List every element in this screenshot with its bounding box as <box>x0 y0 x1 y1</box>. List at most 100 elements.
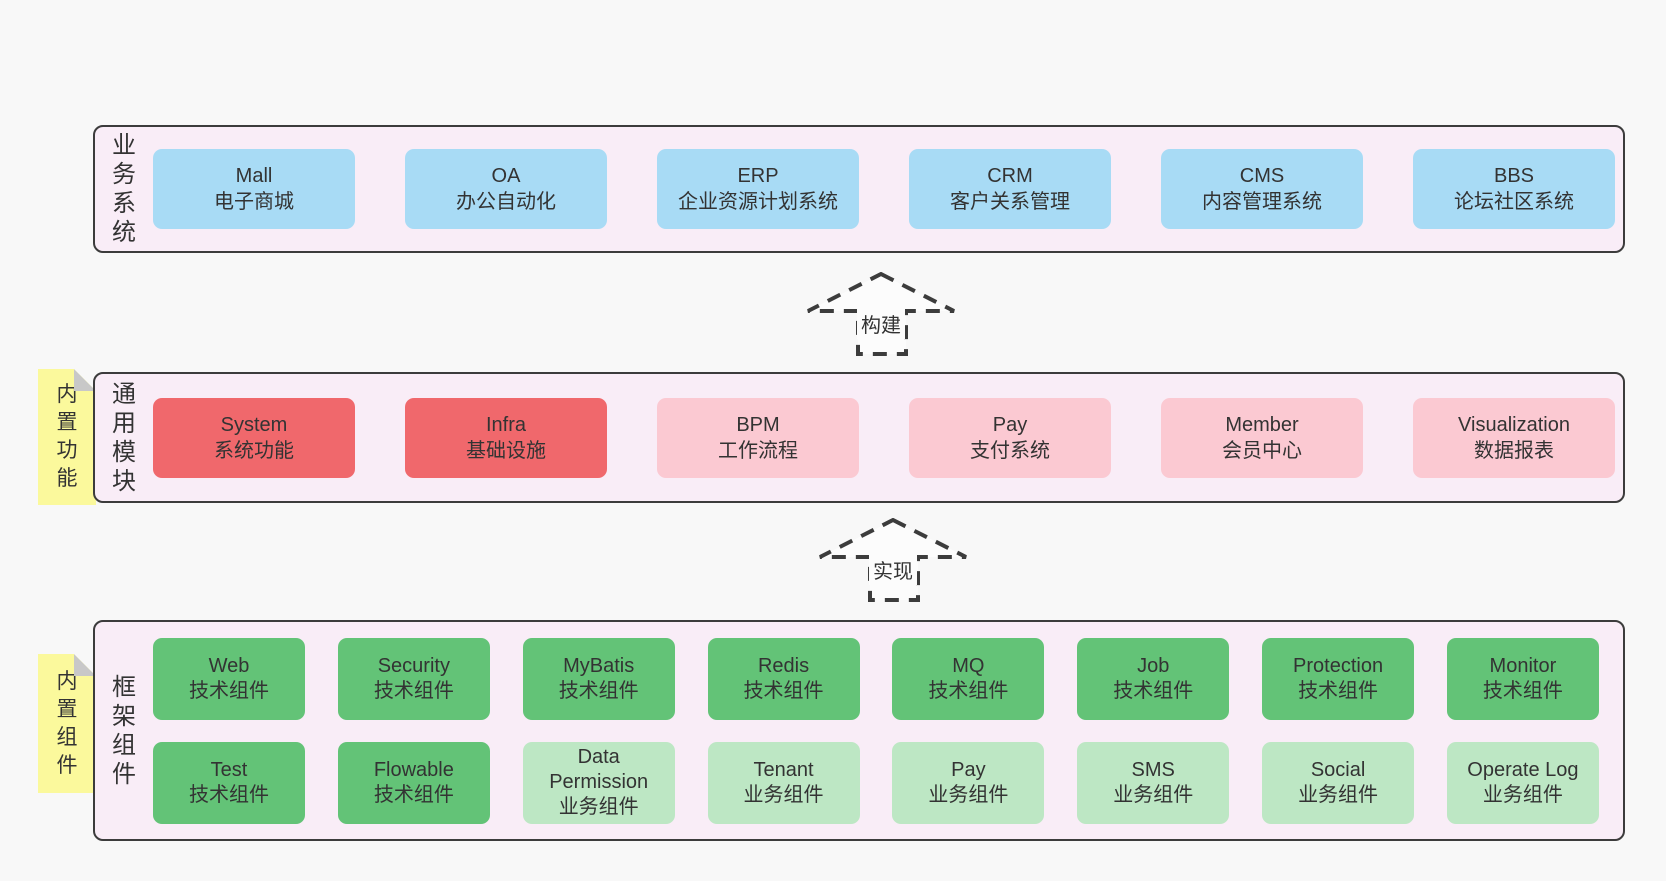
box-title: Pay <box>992 413 1028 436</box>
box-system: System 系统功能 <box>153 397 355 478</box>
note-built-in-features: 内置功能 <box>38 369 96 505</box>
box-mall: Mall 电子商城 <box>153 149 355 229</box>
box-crm: CRM 客户关系管理 <box>909 149 1111 229</box>
box-monitor: Monitor 技术组件 <box>1446 637 1599 720</box>
box-subtitle: 技术组件 <box>558 679 639 702</box>
box-title: Infra <box>485 413 527 436</box>
box-subtitle: 论坛社区系统 <box>1454 191 1574 213</box>
box-subtitle: 技术组件 <box>373 679 454 702</box>
layer-framework-components: 框架组件 Web 技术组件 Security 技术组件 MyBatis 技术组件… <box>93 620 1625 841</box>
box-title: Tenant <box>753 758 814 781</box>
box-title: BBS <box>1493 165 1535 187</box>
box-subtitle: 业务组件 <box>743 783 824 806</box>
box-bbs: BBS 论坛社区系统 <box>1413 149 1615 229</box>
box-flowable: Flowable 技术组件 <box>337 741 490 824</box>
box-row: System 系统功能 Infra 基础设施 BPM 工作流程 Pay 支付系统… <box>153 397 1615 478</box>
box-title: Test <box>210 758 248 781</box>
box-subtitle: 技术组件 <box>928 679 1009 702</box>
box-web: Web 技术组件 <box>153 637 305 720</box>
box-title: Social <box>1310 758 1366 781</box>
box-row: Web 技术组件 Security 技术组件 MyBatis 技术组件 Redi… <box>153 637 1599 720</box>
box-mybatis: MyBatis 技术组件 <box>522 637 675 720</box>
box-title: Protection <box>1293 654 1384 677</box>
box-subtitle: 系统功能 <box>214 439 294 462</box>
note-label: 内置组件 <box>56 669 78 777</box>
box-social: Social 业务组件 <box>1262 741 1415 824</box>
box-subtitle: 技术组件 <box>743 679 824 702</box>
box-data-permission: Data Permission 业务组件 <box>522 741 675 824</box>
box-title: Operate Log <box>1467 758 1579 781</box>
layer-boxes: System 系统功能 Infra 基础设施 BPM 工作流程 Pay 支付系统… <box>153 374 1623 501</box>
box-member: Member 会员中心 <box>1161 397 1363 478</box>
layer-label-business: 业务系统 <box>112 132 136 246</box>
box-subtitle: 工作流程 <box>718 439 798 462</box>
box-subtitle: 技术组件 <box>189 679 269 702</box>
box-subtitle: 支付系统 <box>970 439 1050 462</box>
box-cms: CMS 内容管理系统 <box>1161 149 1363 229</box>
box-title: Job <box>1137 654 1170 677</box>
box-pay: Pay 支付系统 <box>909 397 1111 478</box>
arrow-build: 构建 <box>806 272 956 356</box>
box-security: Security 技术组件 <box>337 637 490 720</box>
box-visualization: Visualization 数据报表 <box>1413 397 1615 478</box>
box-job: Job 技术组件 <box>1077 637 1230 720</box>
box-title: Mall <box>235 165 273 187</box>
box-tenant: Tenant 业务组件 <box>707 741 860 824</box>
box-subtitle: 业务组件 <box>1298 783 1379 806</box>
box-test: Test 技术组件 <box>153 741 305 824</box>
box-title: CRM <box>987 165 1033 187</box>
box-title: MQ <box>952 654 985 677</box>
box-title: ERP <box>737 165 779 187</box>
box-mq: MQ 技术组件 <box>892 637 1045 720</box>
box-title: Web <box>208 654 250 677</box>
box-subtitle: 技术组件 <box>1113 679 1194 702</box>
box-subtitle: 客户关系管理 <box>950 191 1070 213</box>
box-subtitle: 业务组件 <box>1113 783 1194 806</box>
box-subtitle: 办公自动化 <box>456 191 556 213</box>
box-title: Redis <box>757 654 810 677</box>
layer-label-components: 框架组件 <box>112 673 136 788</box>
layer-common-modules: 通用模块 System 系统功能 Infra 基础设施 BPM 工作流程 Pay <box>93 372 1625 503</box>
box-subtitle: 技术组件 <box>1482 679 1563 702</box>
box-title: Flowable <box>373 758 454 781</box>
box-subtitle: 业务组件 <box>1482 783 1563 806</box>
box-subtitle: 技术组件 <box>1298 679 1379 702</box>
note-built-in-components: 内置组件 <box>38 654 96 793</box>
box-title: Pay <box>951 758 986 781</box>
box-row: Mall 电子商城 OA 办公自动化 ERP 企业资源计划系统 CRM 客户关系… <box>153 149 1615 229</box>
box-title: System <box>220 413 288 436</box>
box-operate-log: Operate Log 业务组件 <box>1446 741 1599 824</box>
layer-boxes: Mall 电子商城 OA 办公自动化 ERP 企业资源计划系统 CRM 客户关系… <box>153 127 1623 251</box>
box-subtitle: 会员中心 <box>1222 439 1302 462</box>
box-title: Visualization <box>1458 413 1570 436</box>
box-title: Data Permission <box>549 746 649 793</box>
arrow-implement: 实现 <box>818 518 968 602</box>
arrow-label: 构建 <box>857 308 905 339</box>
box-subtitle: 电子商城 <box>214 191 294 213</box>
layer-label-modules: 通用模块 <box>112 380 136 495</box>
box-protection: Protection 技术组件 <box>1262 637 1415 720</box>
box-title: Member <box>1225 413 1299 436</box>
layer-boxes: Web 技术组件 Security 技术组件 MyBatis 技术组件 Redi… <box>153 622 1623 839</box>
box-redis: Redis 技术组件 <box>707 637 860 720</box>
box-title: SMS <box>1131 758 1175 781</box>
box-subtitle: 技术组件 <box>189 783 269 806</box>
box-infra: Infra 基础设施 <box>405 397 607 478</box>
box-title: Security <box>377 654 450 677</box>
box-subtitle: 技术组件 <box>373 783 454 806</box>
box-sms: SMS 业务组件 <box>1077 741 1230 824</box>
arrow-label: 实现 <box>869 554 917 585</box>
box-title: OA <box>491 165 521 187</box>
box-title: BPM <box>736 413 780 436</box>
note-label: 内置功能 <box>56 383 78 490</box>
box-row: Test 技术组件 Flowable 技术组件 Data Permission … <box>153 741 1599 824</box>
box-pay-component: Pay 业务组件 <box>892 741 1045 824</box>
box-erp: ERP 企业资源计划系统 <box>657 149 859 229</box>
layer-business-systems: 业务系统 Mall 电子商城 OA 办公自动化 ERP 企业资源计划系统 CRM <box>93 125 1625 253</box>
box-subtitle: 基础设施 <box>466 439 546 462</box>
box-subtitle: 企业资源计划系统 <box>678 191 838 213</box>
box-title: CMS <box>1239 165 1285 187</box>
box-title: MyBatis <box>563 654 635 677</box>
box-subtitle: 内容管理系统 <box>1202 191 1322 213</box>
